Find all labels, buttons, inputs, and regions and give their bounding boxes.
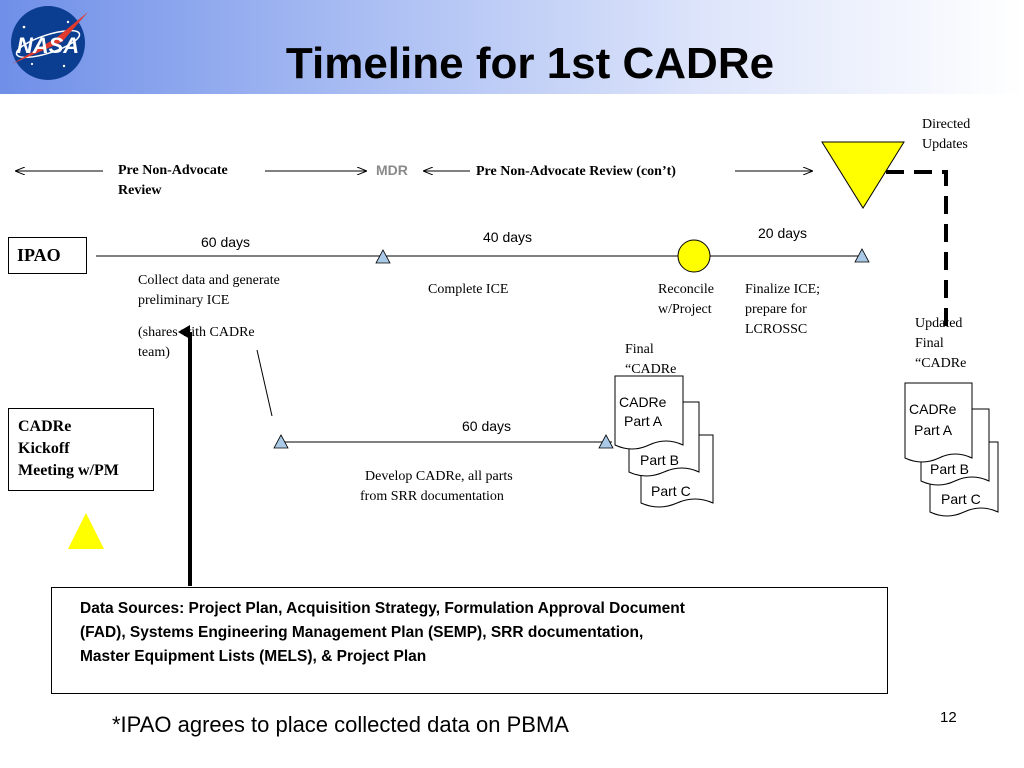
ipao-days-40: 40 days [483, 229, 533, 245]
final-part-a-line1: CADRe [619, 394, 667, 410]
kickoff-line2: Kickoff [18, 440, 70, 457]
reconcile-milestone [677, 239, 711, 273]
final-part-a-line2: Part A [624, 413, 663, 429]
updated-doc-part-a [904, 382, 973, 463]
directed-updates-line2: Updates [922, 137, 968, 152]
finalize-line3: LCROSSC [745, 322, 808, 337]
updated-part-a-line1: CADRe [909, 401, 957, 417]
data-sources-line1: Data Sources: Project Plan, Acquisition … [80, 600, 685, 617]
updated-cadre-stack [904, 382, 999, 517]
ipao-box: IPAO [8, 237, 87, 274]
updated-part-a-line2: Part A [914, 422, 953, 438]
pre-nar-label-line2: Review [118, 183, 162, 198]
svg-text:NASA: NASA [17, 33, 79, 58]
pre-nar-cont-label: Pre Non-Advocate Review (con’t) [476, 164, 676, 179]
finalize-line2: prepare for [745, 302, 807, 317]
ipao-milestone-1 [375, 249, 391, 264]
directed-updates-line1: Directed [922, 117, 971, 132]
kickoff-line1: CADRe [18, 418, 72, 435]
final-part-c: Part C [651, 483, 691, 499]
shares-connector-line [256, 349, 273, 417]
kickoff-line3: Meeting w/PM [18, 462, 119, 479]
final-part-b: Part B [640, 452, 679, 468]
directed-updates-dashed-connector [886, 170, 948, 332]
updated-label-line2: Final [915, 336, 944, 351]
header-band [0, 0, 1024, 94]
nasa-logo: NASA [11, 6, 88, 80]
updated-part-c: Part C [941, 491, 981, 507]
updated-part-b: Part B [930, 461, 969, 477]
reconcile-line2: w/Project [658, 302, 712, 317]
complete-ice-text: Complete ICE [428, 282, 509, 297]
final-doc-part-a [614, 375, 684, 450]
updated-label-line1: Updated [915, 316, 963, 331]
data-sources-line3: Master Equipment Lists (MELS), & Project… [80, 648, 427, 665]
page-number: 12 [940, 709, 957, 726]
mdr-label: MDR [376, 162, 408, 178]
cadre-kickoff-box: CADRe Kickoff Meeting w/PM [8, 408, 154, 491]
directed-updates-triangle [821, 141, 905, 209]
data-sources-box: Data Sources: Project Plan, Acquisition … [51, 587, 888, 694]
pre-nar-label-line1: Pre Non-Advocate [118, 163, 228, 178]
footnote: *IPAO agrees to place collected data on … [112, 712, 569, 737]
final-label-line1: Final [625, 342, 654, 357]
ipao-days-60: 60 days [201, 234, 251, 250]
develop-line1: Develop CADRe, all parts [365, 469, 513, 484]
final-label-line2: “CADRe [625, 362, 677, 377]
data-sources-line2: (FAD), Systems Engineering Management Pl… [80, 624, 644, 641]
develop-line2: from SRR documentation [360, 489, 504, 504]
cadre-milestone-end [598, 434, 614, 449]
ipao-days-20: 20 days [758, 225, 808, 241]
cadre-days-60: 60 days [462, 418, 512, 434]
slide-title: Timeline for 1st CADRe [285, 39, 775, 88]
shares-line1: (shares with CADRe [138, 325, 255, 340]
kickoff-triangle [68, 513, 104, 549]
collect-data-line2: preliminary ICE [138, 293, 230, 308]
final-cadre-stack [614, 375, 714, 508]
cadre-milestone-start [273, 434, 289, 449]
updated-label-line3: “CADRe [915, 356, 967, 371]
shares-line2: team) [138, 345, 170, 360]
finalize-line1: Finalize ICE; [745, 282, 821, 297]
ipao-milestone-end [854, 248, 870, 263]
collect-data-line1: Collect data and generate [138, 273, 280, 288]
reconcile-line1: Reconcile [658, 282, 714, 297]
